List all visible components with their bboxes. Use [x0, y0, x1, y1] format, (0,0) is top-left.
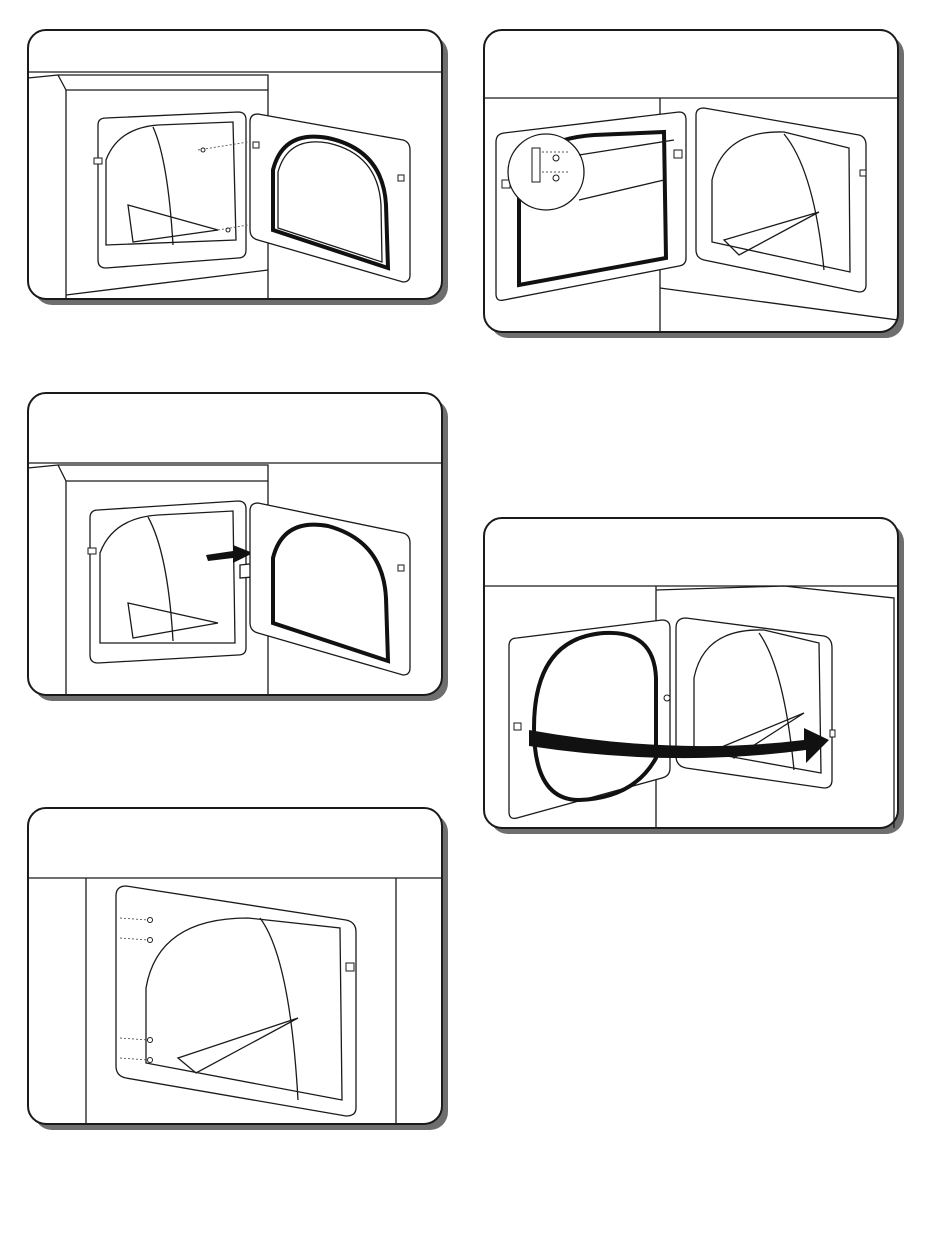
illustration-panel-3 [28, 393, 448, 703]
panel-2-drawing [484, 30, 904, 340]
panel-3-drawing [28, 393, 448, 703]
illustration-panel-2 [484, 30, 904, 340]
panel-5-drawing [484, 518, 904, 836]
panel-4-drawing [28, 808, 448, 1133]
illustration-panel-1 [28, 30, 448, 305]
illustration-panel-5 [484, 518, 904, 836]
illustration-panel-4 [28, 808, 448, 1133]
panel-1-drawing [28, 30, 448, 305]
